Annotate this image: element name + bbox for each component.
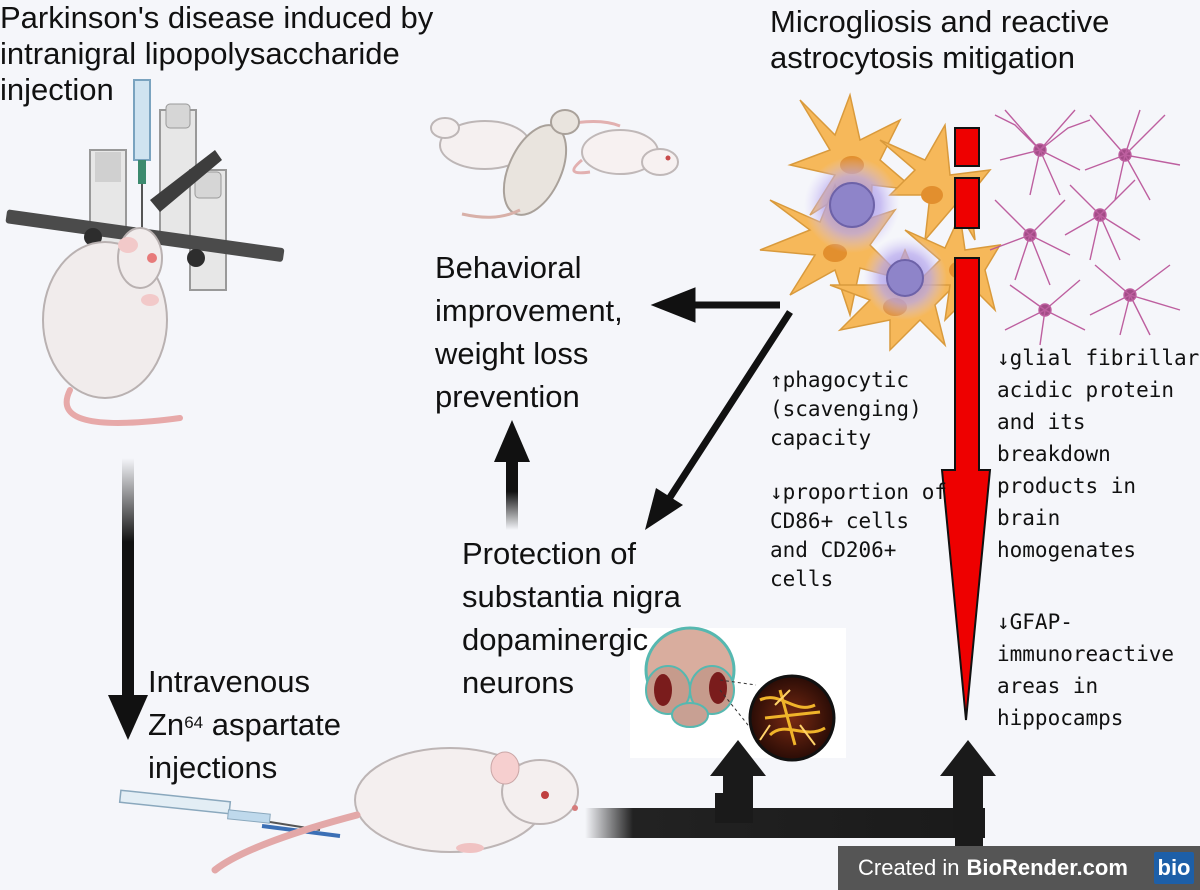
gfap-protein-line-4: breakdown xyxy=(997,442,1111,466)
glia-title-line-2: astrocytosis mitigation xyxy=(770,40,1075,75)
pd-induction-title: Parkinson's disease induced by intranigr… xyxy=(0,0,433,108)
gfap-areas-finding: ↓GFAP- immunoreactive areas in hippocamp… xyxy=(997,606,1174,734)
treatment-line-3: injections xyxy=(148,750,278,785)
protection-line-1: Protection of xyxy=(462,536,637,571)
zinc-isotope-superscript: 64 xyxy=(184,713,204,732)
created-in-text: Created in xyxy=(858,855,960,880)
protection-line-2: substantia nigra xyxy=(462,579,681,614)
rats-group-icon xyxy=(430,109,679,219)
behavior-line-1: Behavioral xyxy=(435,250,582,285)
gfap-protein-line-5: products in xyxy=(997,474,1137,498)
pd-induction-line-1: Parkinson's disease induced by xyxy=(0,0,434,35)
protection-line-4: neurons xyxy=(462,665,575,700)
gfap-areas-line-2: immunoreactive xyxy=(997,642,1175,666)
gfap-areas-line-3: areas in xyxy=(997,674,1099,698)
arrow-glia-reduction xyxy=(940,127,992,721)
treatment-line-2: Zn64 aspartate xyxy=(148,703,341,746)
proportion-line-4: cells xyxy=(770,567,834,591)
phagocytic-finding: ↑phagocytic (scavenging) capacity xyxy=(770,366,922,453)
arrow-induction-to-treatment xyxy=(108,458,148,740)
treatment-label: Intravenous Zn64 aspartate injections xyxy=(148,660,341,789)
gfap-areas-line-4: hippocamps xyxy=(997,706,1124,730)
glia-title: Microgliosis and reactive astrocytosis m… xyxy=(770,4,1109,76)
aspartate-text: aspartate xyxy=(203,707,341,742)
cd-proportion-finding: ↓proportion of CD86+ cells and CD206+ ce… xyxy=(770,478,947,594)
arrow-treatment-to-outcomes xyxy=(585,740,996,853)
glia-title-line-1: Microgliosis and reactive xyxy=(770,4,1110,39)
lab-rat-icon xyxy=(42,227,183,426)
neurons-zoom-icon xyxy=(748,674,836,762)
gfap-protein-finding: ↓glial fibrillary acidic protein and its… xyxy=(997,342,1200,566)
phagocytic-line-2: (scavenging) xyxy=(770,397,922,421)
gfap-protein-line-7: homogenates xyxy=(997,538,1137,562)
phagocytic-line-1: ↑phagocytic xyxy=(770,368,910,392)
protection-outcome-label: Protection of substantia nigra dopaminer… xyxy=(462,532,681,704)
proportion-line-2: CD86+ cells xyxy=(770,509,910,533)
astrocytes-icon xyxy=(989,109,1181,346)
gfap-protein-line-6: brain xyxy=(997,506,1061,530)
zinc-symbol: Zn xyxy=(148,707,185,742)
mouse-icon xyxy=(211,747,579,874)
microglia-cells-icon xyxy=(759,92,1002,352)
behavior-line-2: improvement, xyxy=(435,293,623,328)
gfap-areas-line-1: ↓GFAP- xyxy=(997,610,1073,634)
behavior-outcome-label: Behavioral improvement, weight loss prev… xyxy=(435,246,623,418)
treatment-line-1: Intravenous xyxy=(148,664,310,699)
biorender-credit-badge[interactable]: Created in BioRender.com bio xyxy=(838,846,1200,890)
gfap-protein-line-2: acidic protein xyxy=(997,378,1175,402)
gfap-protein-line-1: ↓glial fibrillary xyxy=(997,346,1200,370)
proportion-line-3: and CD206+ xyxy=(770,538,897,562)
pd-induction-line-3: injection xyxy=(0,72,114,107)
behavior-line-4: prevention xyxy=(435,379,580,414)
protection-line-3: dopaminergic xyxy=(462,622,649,657)
arrow-glia-to-protection xyxy=(645,310,793,530)
arrow-glia-to-behavior xyxy=(650,287,780,323)
biorender-logo-icon: bio xyxy=(1154,852,1194,884)
gfap-protein-line-3: and its xyxy=(997,410,1086,434)
proportion-line-1: ↓proportion of xyxy=(770,480,948,504)
phagocytic-line-3: capacity xyxy=(770,426,872,450)
biorender-link[interactable]: BioRender.com xyxy=(966,855,1128,880)
arrow-protection-to-behavior xyxy=(494,420,530,530)
behavior-line-3: weight loss xyxy=(435,336,589,371)
pd-induction-line-2: intranigral lipopolysaccharide xyxy=(0,36,400,71)
